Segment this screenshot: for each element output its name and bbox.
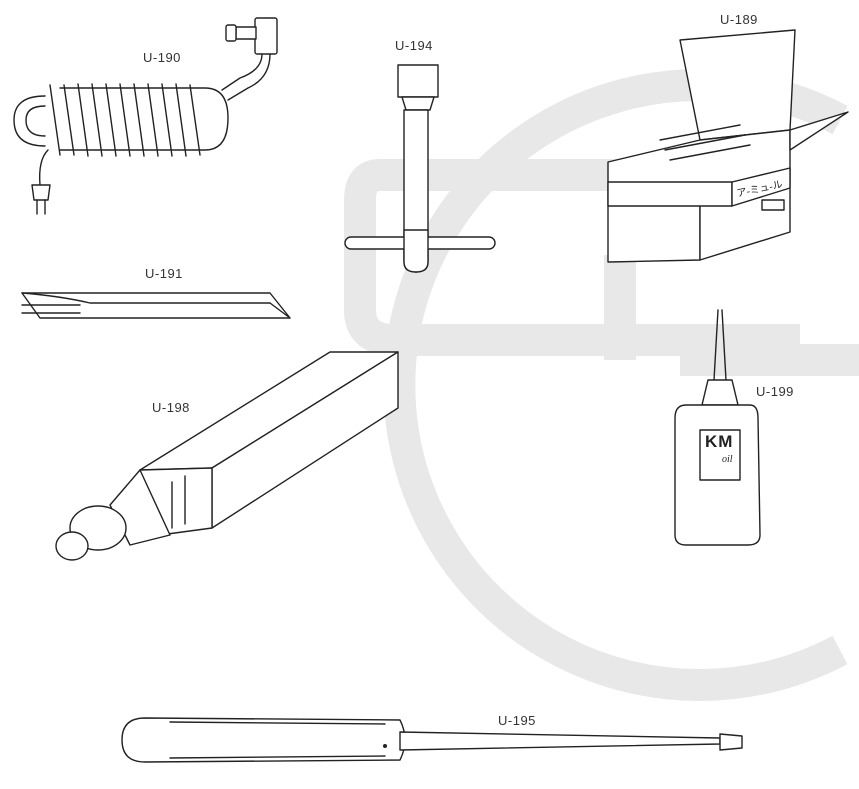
u199-oil-bottle — [674, 309, 761, 546]
label-u198: U-198 — [152, 400, 190, 415]
label-u195: U-195 — [498, 713, 536, 728]
u189-belt-box — [607, 29, 849, 263]
label-u191: U-191 — [145, 266, 183, 281]
u190-coiled-cord — [13, 17, 278, 215]
label-u194: U-194 — [395, 38, 433, 53]
belt-box-text: KM BELTS — [613, 183, 717, 204]
label-u190: U-190 — [143, 50, 181, 65]
u191-slotted-blade — [21, 292, 291, 319]
u198-marker-tool — [55, 351, 399, 561]
label-u189: U-189 — [720, 12, 758, 27]
u194-t-handle-tool — [344, 64, 496, 273]
u195-screwdriver — [121, 717, 743, 763]
cs-logo-watermark — [344, 69, 859, 701]
label-u199: U-199 — [756, 384, 794, 399]
oil-bottle-subtext: oil — [722, 454, 733, 465]
oil-bottle-text: KM — [705, 432, 734, 451]
